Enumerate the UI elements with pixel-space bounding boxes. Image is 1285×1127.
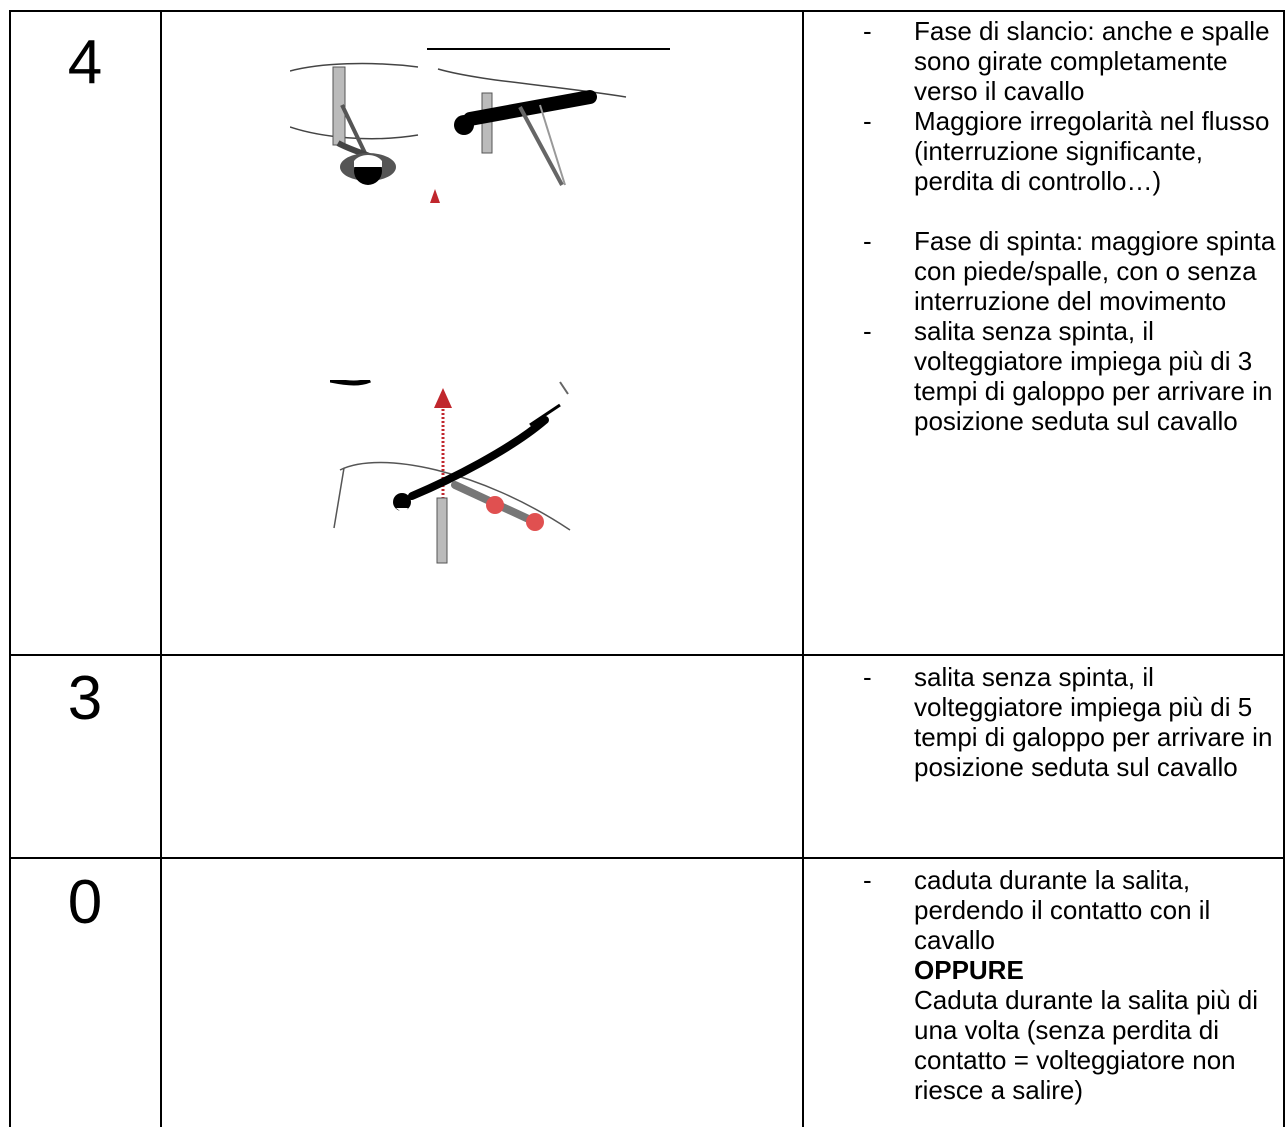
criterion-item: -Fase di spinta: maggiore spinta con pie… <box>863 226 1276 316</box>
criterion-text: Maggiore irregolarità nel flusso (interr… <box>914 106 1270 196</box>
criterion-alternative-text: Caduta durante la salita più di una volt… <box>914 985 1259 1105</box>
row-divider <box>9 857 1285 859</box>
criterion-item: -Maggiore irregolarità nel flusso (inter… <box>863 106 1270 196</box>
column-divider <box>160 10 162 1127</box>
criterion-item: -caduta durante la salita, perdendo il c… <box>863 865 1283 1105</box>
table-top-border <box>9 10 1285 12</box>
criteria-list: -caduta durante la salita, perdendo il c… <box>863 865 1283 1105</box>
table-right-border <box>1283 10 1285 1127</box>
criterion-item: -Fase di slancio: anche e spalle sono gi… <box>863 16 1270 106</box>
score-value: 3 <box>67 664 103 733</box>
criterion-item: -salita senza spinta, il volteggiatore i… <box>863 662 1273 782</box>
score-value: 4 <box>67 28 103 97</box>
criterion-item: -salita senza spinta, il volteggiatore i… <box>863 316 1273 436</box>
column-divider <box>802 10 804 1127</box>
row-divider <box>9 654 1285 656</box>
criterion-text: salita senza spinta, il volteggiatore im… <box>914 662 1273 782</box>
criteria-list: -Fase di slancio: anche e spalle sono gi… <box>863 16 1283 436</box>
score-value: 0 <box>67 868 103 937</box>
table-left-border <box>9 10 11 1127</box>
vaulter-push-phase-illustration <box>330 380 571 564</box>
criterion-text: Fase di slancio: anche e spalle sono gir… <box>914 16 1270 106</box>
oppure-connector: OPPURE <box>914 955 1024 985</box>
criterion-text: salita senza spinta, il volteggiatore im… <box>914 316 1273 436</box>
criteria-list: -salita senza spinta, il volteggiatore i… <box>863 662 1283 782</box>
criterion-text: caduta durante la salita, perdendo il co… <box>914 865 1211 955</box>
criterion-text: Fase di spinta: maggiore spinta con pied… <box>914 226 1276 316</box>
vaulter-swing-phase-illustration <box>290 48 670 203</box>
